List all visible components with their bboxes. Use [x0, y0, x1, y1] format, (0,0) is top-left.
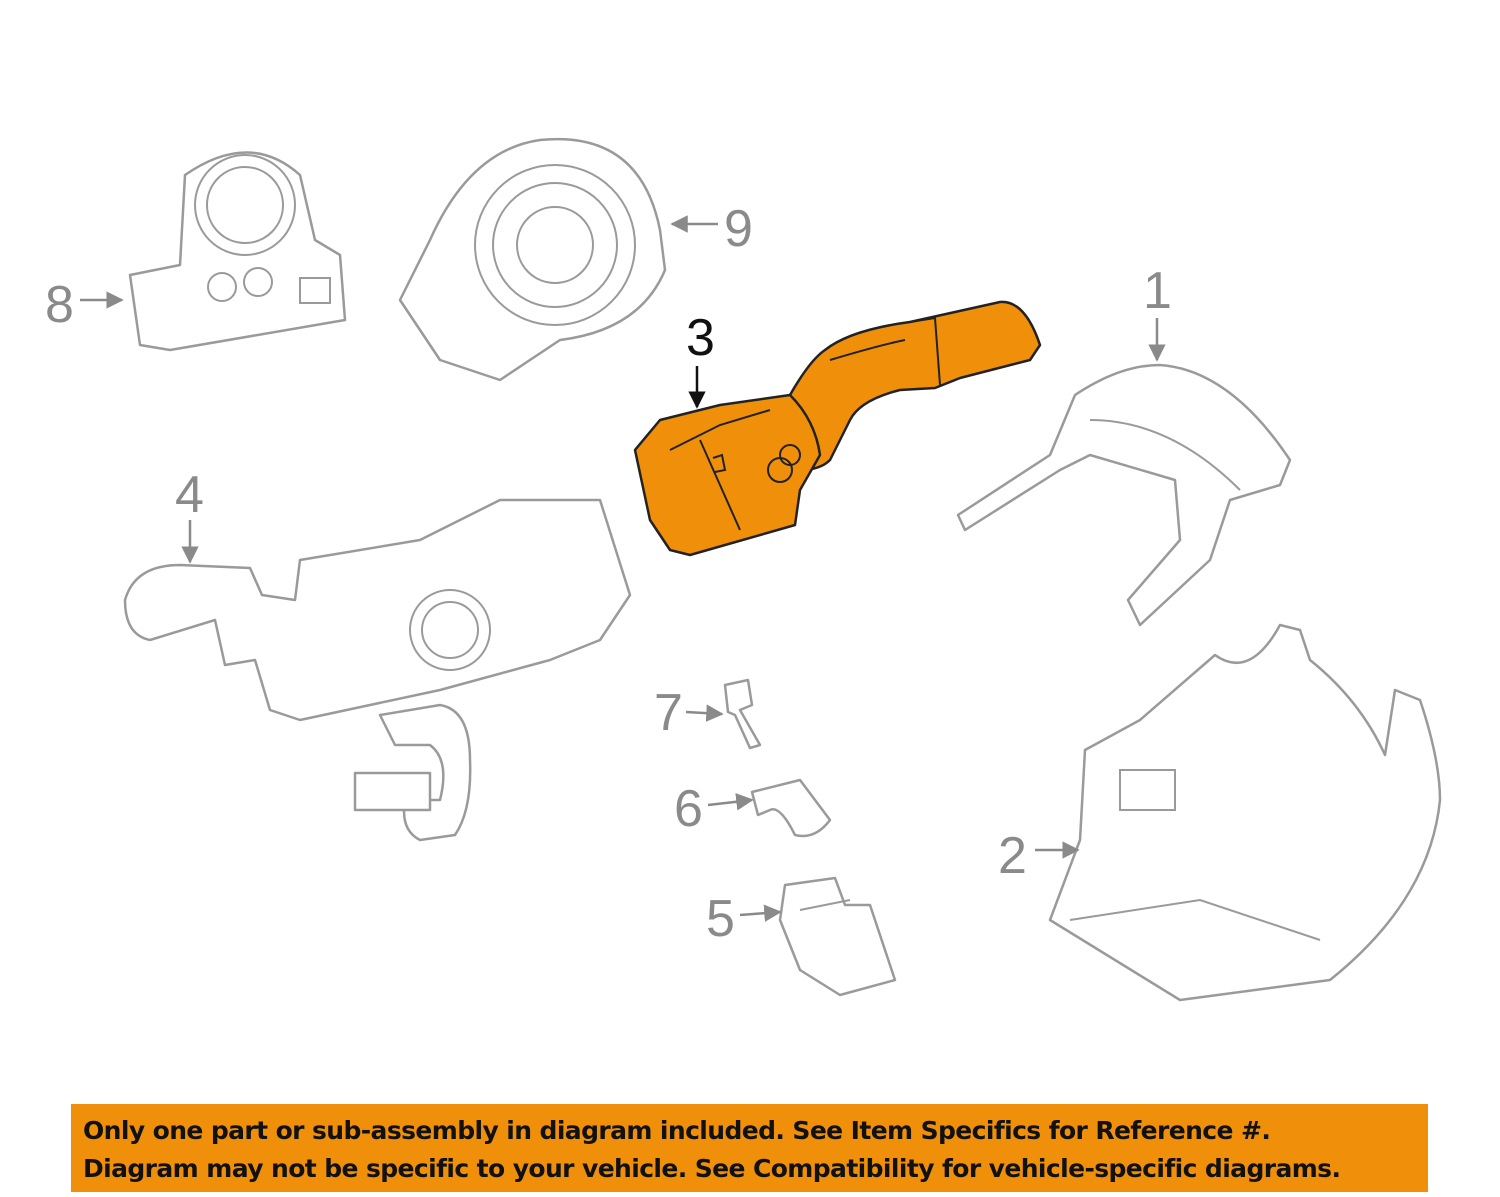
callout-number: 9 — [724, 200, 753, 258]
callout-number: 2 — [998, 827, 1027, 885]
callout-3: 3 — [686, 309, 715, 409]
callout-9: 9 — [670, 200, 753, 258]
part-5-bracket[interactable] — [778, 876, 897, 997]
callout-5: 5 — [706, 890, 782, 948]
callout-7: 7 — [654, 684, 724, 742]
part-9-clock-spring[interactable] — [398, 137, 667, 382]
disclaimer-line-1: Only one part or sub-assembly in diagram… — [83, 1116, 1271, 1145]
part-4-combination-switch[interactable] — [123, 498, 632, 842]
callout-number: 5 — [706, 890, 735, 948]
parts-diagram: 1 2 3 4 5 6 7 8 9 — [45, 137, 1442, 1002]
callout-1: 1 — [1143, 262, 1172, 362]
callout-number: 3 — [686, 309, 715, 367]
callout-number: 4 — [175, 466, 204, 524]
disclaimer-banner: Only one part or sub-assembly in diagram… — [71, 1104, 1428, 1192]
part-1-upper-column-cover[interactable] — [956, 363, 1292, 627]
callout-number: 6 — [674, 780, 703, 838]
callout-6: 6 — [674, 780, 754, 838]
part-6-clip[interactable] — [750, 778, 832, 838]
callout-number: 7 — [654, 684, 683, 742]
callout-4: 4 — [175, 466, 204, 564]
part-3-turn-signal-switch[interactable] — [633, 300, 1042, 557]
callout-number: 1 — [1143, 262, 1172, 320]
part-7-bolt[interactable] — [723, 678, 762, 750]
callout-2: 2 — [998, 827, 1080, 885]
part-8-steering-angle-sensor[interactable] — [128, 151, 347, 352]
callout-8: 8 — [45, 276, 124, 334]
disclaimer-line-2: Diagram may not be specific to your vehi… — [83, 1154, 1341, 1183]
callout-number: 8 — [45, 276, 74, 334]
part-2-lower-column-cover[interactable] — [1048, 623, 1442, 1002]
